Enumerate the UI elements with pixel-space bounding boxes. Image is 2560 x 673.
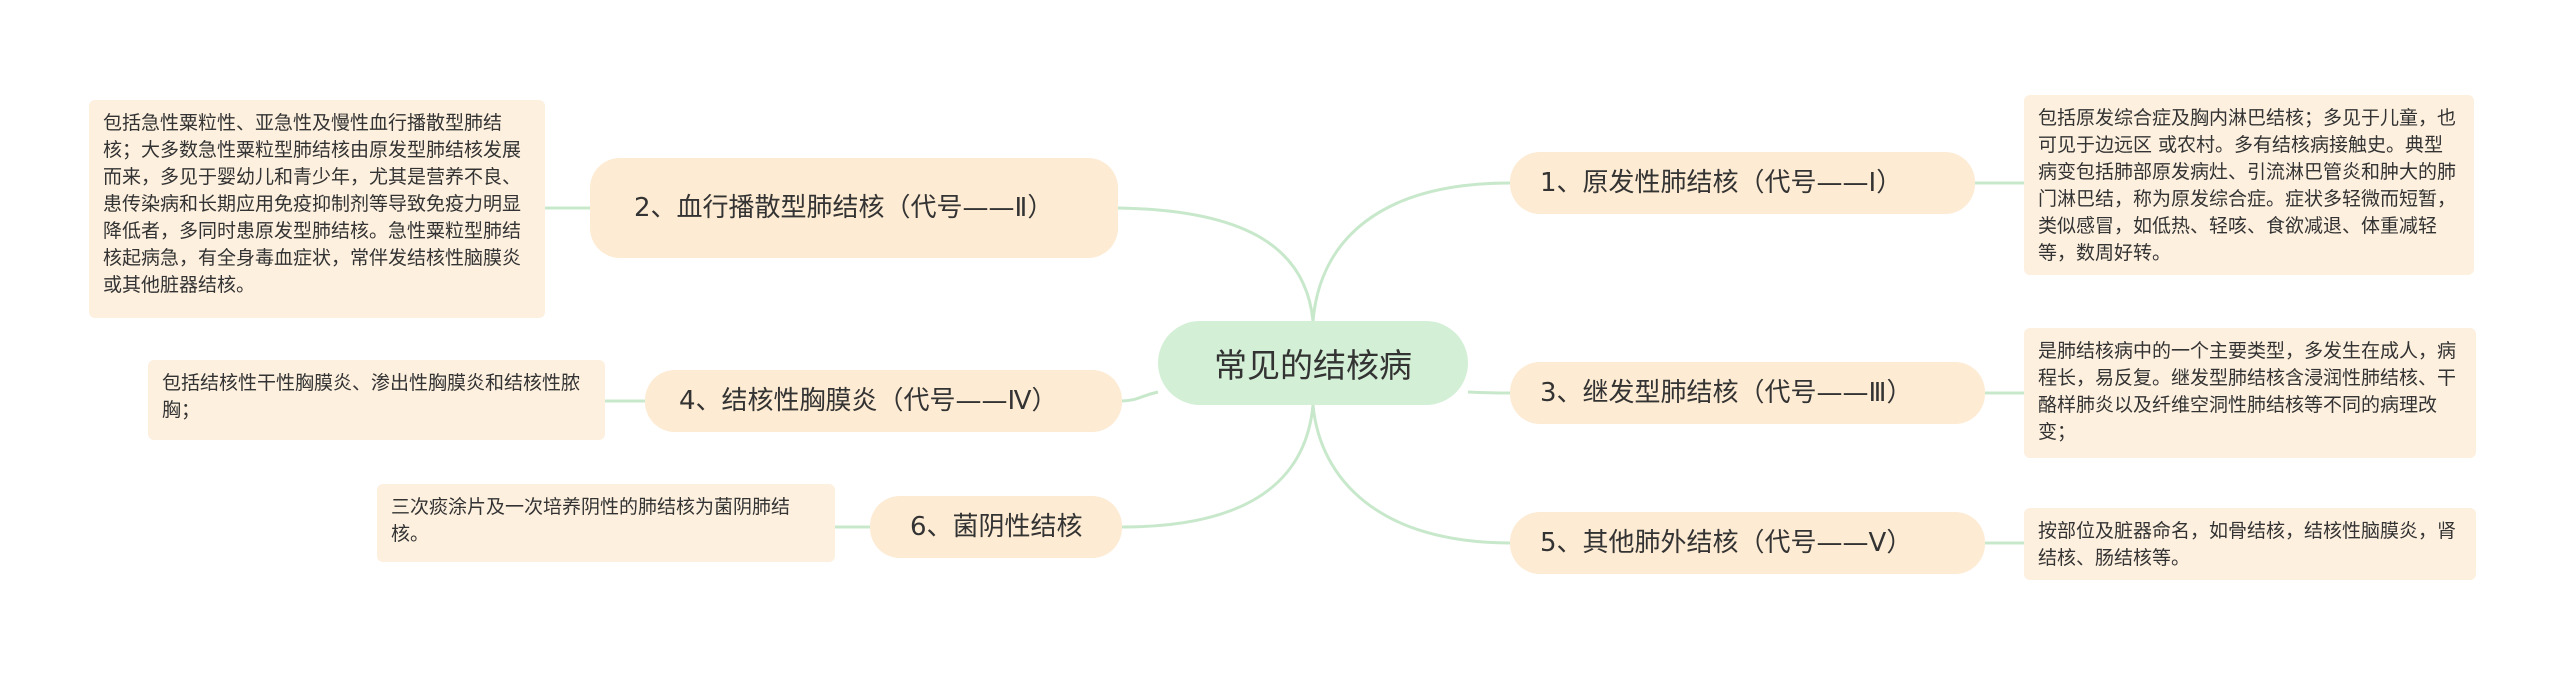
branch-label: 4、结核性胸膜炎（代号——Ⅳ） bbox=[679, 386, 1058, 416]
note-smear-negative-tb: 三次痰涂片及一次培养阴性的肺结核为菌阴肺结核。 bbox=[377, 484, 835, 562]
branch-label: 2、血行播散型肺结核（代号——Ⅱ） bbox=[634, 193, 1054, 223]
branch-extrapulmonary-tb[interactable]: 5、其他肺外结核（代号——Ⅴ） bbox=[1510, 512, 1985, 574]
central-topic[interactable]: 常见的结核病 bbox=[1158, 321, 1468, 405]
link-center-to-branch-4 bbox=[1121, 390, 1159, 403]
note-secondary-pulmonary-tb: 是肺结核病中的一个主要类型，多发生在成人，病程长，易反复。继发型肺结核含浸润性肺… bbox=[2024, 328, 2476, 458]
branch-label: 3、继发型肺结核（代号——Ⅲ） bbox=[1540, 378, 1913, 408]
branch-secondary-pulmonary-tb[interactable]: 3、继发型肺结核（代号——Ⅲ） bbox=[1510, 362, 1985, 424]
branch-label: 6、菌阴性结核 bbox=[910, 512, 1083, 542]
link-center-to-branch-1 bbox=[1311, 181, 1511, 322]
note-extrapulmonary-tb: 按部位及脏器命名，如骨结核，结核性脑膜炎，肾结核、肠结核等。 bbox=[2024, 508, 2476, 580]
branch-primary-pulmonary-tb[interactable]: 1、原发性肺结核（代号——Ⅰ） bbox=[1510, 152, 1975, 214]
link-center-to-branch-2 bbox=[1117, 206, 1315, 322]
link-center-to-branch-3 bbox=[1467, 390, 1511, 395]
branch-smear-negative-tb[interactable]: 6、菌阴性结核 bbox=[870, 496, 1122, 558]
note-tuberculous-pleurisy: 包括结核性干性胸膜炎、渗出性胸膜炎和结核性脓胸； bbox=[148, 360, 605, 440]
branch-label: 1、原发性肺结核（代号——Ⅰ） bbox=[1540, 168, 1903, 198]
link-center-to-branch-6 bbox=[1121, 404, 1315, 529]
link-center-to-branch-5 bbox=[1311, 404, 1511, 545]
branch-label: 5、其他肺外结核（代号——Ⅴ） bbox=[1540, 528, 1913, 558]
branch-tuberculous-pleurisy[interactable]: 4、结核性胸膜炎（代号——Ⅳ） bbox=[645, 370, 1122, 432]
note-primary-pulmonary-tb: 包括原发综合症及胸内淋巴结核；多见于儿童，也可见于边远区 或农村。多有结核病接触… bbox=[2024, 95, 2474, 275]
note-hematogenous-disseminated-tb: 包括急性粟粒性、亚急性及慢性血行播散型肺结核；大多数急性粟粒型肺结核由原发型肺结… bbox=[89, 100, 545, 318]
branch-hematogenous-disseminated-tb[interactable]: 2、血行播散型肺结核（代号——Ⅱ） bbox=[590, 158, 1118, 258]
